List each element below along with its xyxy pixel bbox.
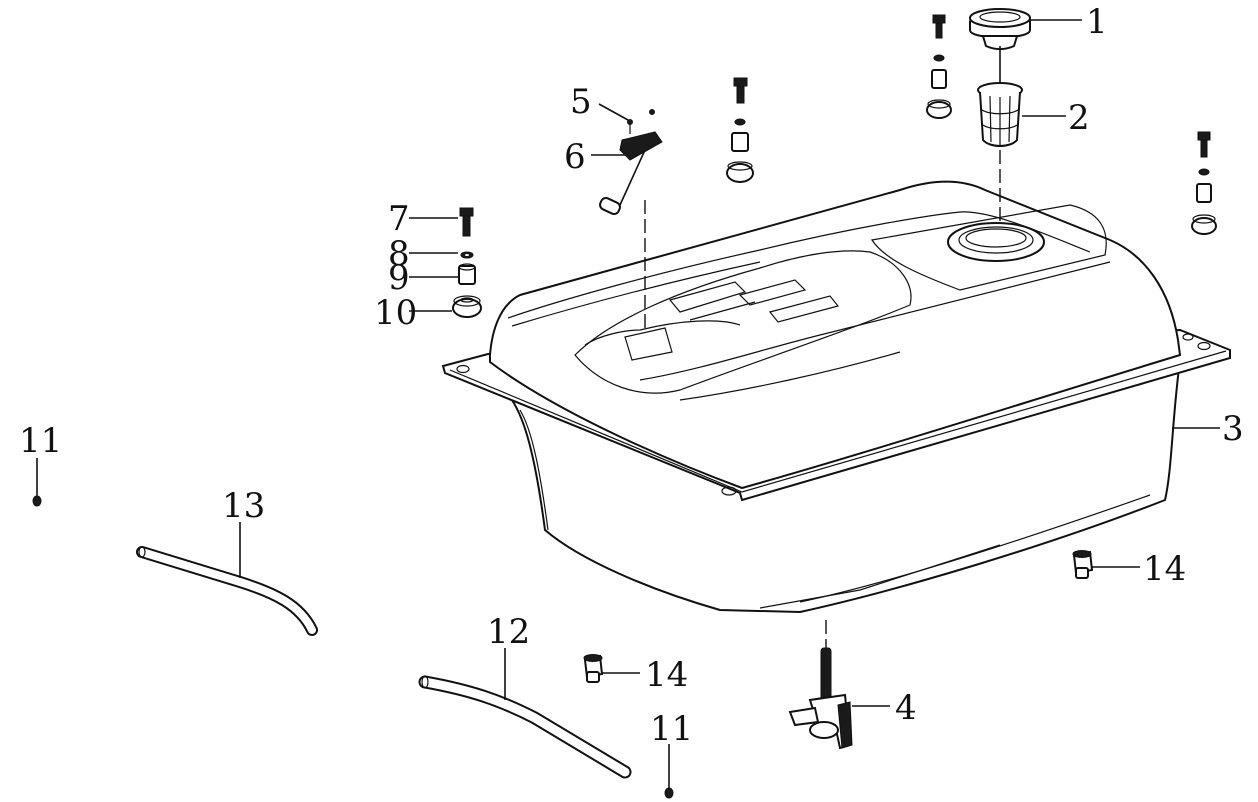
callout-13: 13 <box>222 486 265 526</box>
callout-8: 8 <box>388 234 410 274</box>
callout-7: 7 <box>388 199 410 239</box>
callout-3: 3 <box>1222 409 1244 449</box>
mounting-bolt-stack-a <box>926 14 952 119</box>
fuel-strainer <box>977 82 1023 147</box>
callout-4: 4 <box>895 688 917 728</box>
fuel-cock <box>788 647 853 750</box>
hose-clamp-11-left <box>32 495 42 507</box>
mounting-bolt-stack-c <box>1191 131 1217 235</box>
grommet-10 <box>452 295 482 318</box>
callout-1: 1 <box>1086 2 1108 42</box>
fuel-cap <box>969 8 1031 82</box>
callout-11-lower: 11 <box>650 709 693 749</box>
collar-9 <box>458 263 476 285</box>
callout-14-right: 14 <box>1143 549 1186 589</box>
fuel-tank <box>441 180 1231 614</box>
callout-12: 12 <box>487 612 530 652</box>
callout-11-left: 11 <box>19 421 62 461</box>
callout-5: 5 <box>570 82 592 122</box>
fuel-hose-12 <box>418 675 632 779</box>
callout-10: 10 <box>374 293 417 333</box>
fuel-gauge <box>599 109 663 216</box>
bolt-7 <box>459 207 474 237</box>
fuel-hose-13 <box>136 546 318 636</box>
plug-14-right <box>1072 550 1094 579</box>
plug-14-lower <box>583 654 604 683</box>
hose-clamp-11-lower <box>664 787 674 799</box>
callout-2: 2 <box>1068 98 1090 138</box>
mounting-bolt-stack-b <box>726 77 754 183</box>
callout-6: 6 <box>564 137 586 177</box>
callout-14-lower: 14 <box>645 655 688 695</box>
washer-8 <box>460 251 474 259</box>
callout-9: 9 <box>388 258 410 298</box>
mounting-bolt-stack-labeled <box>452 207 482 318</box>
